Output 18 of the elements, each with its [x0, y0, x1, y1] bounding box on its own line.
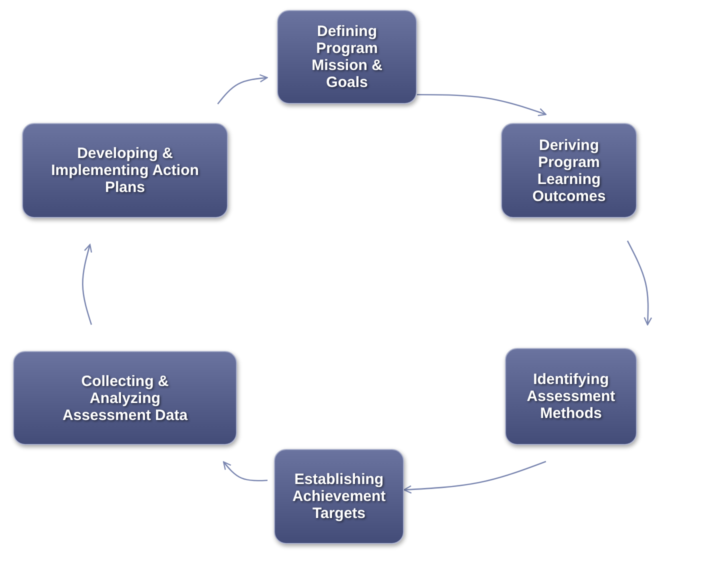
process-box: [13, 351, 237, 445]
process-box: [505, 348, 637, 445]
step-label: Deriving Program Learning Outcomes: [531, 136, 607, 204]
arrow: [403, 460, 546, 494]
step-label: Developing & Implementing Action Plans: [50, 145, 200, 196]
process-box: [274, 449, 404, 544]
step-label: Identifying Assessment Methods: [526, 371, 616, 422]
step-label: Collecting & Analyzing Assessment Data: [61, 372, 189, 424]
arrow: [82, 244, 92, 325]
process-box: [277, 10, 417, 104]
arrow: [417, 94, 546, 116]
arrow: [626, 240, 652, 326]
step-label: Defining Program Mission & Goals: [310, 23, 384, 91]
process-box: [22, 123, 228, 218]
step-label: Establishing Achievement Targets: [291, 471, 387, 522]
arrow: [222, 461, 268, 482]
arrow: [217, 74, 268, 104]
process-box: [501, 123, 637, 218]
